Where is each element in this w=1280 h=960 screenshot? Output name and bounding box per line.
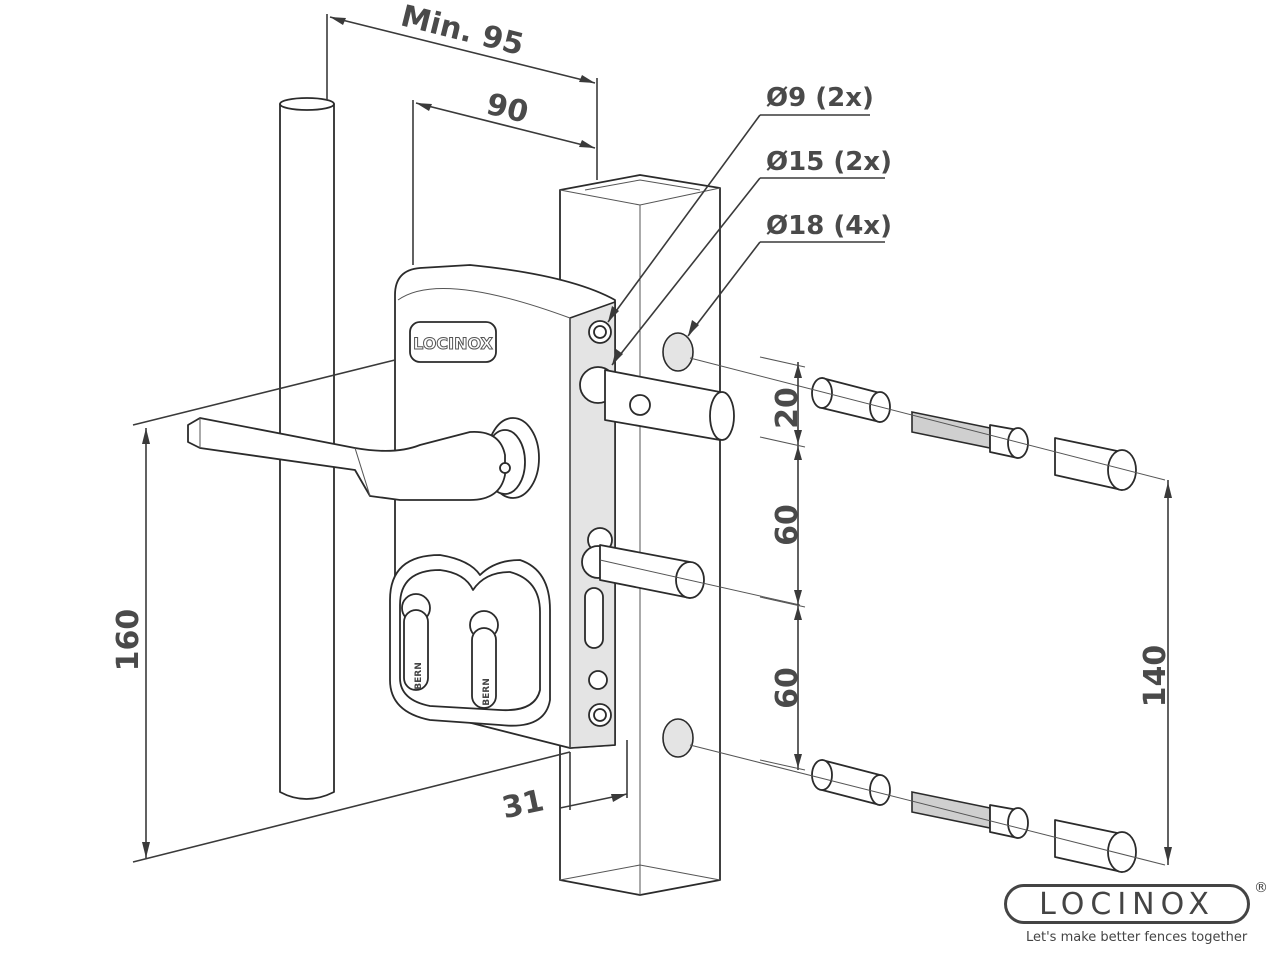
bushing-top [811, 377, 891, 423]
capnut-top [1054, 437, 1137, 491]
callout-d9: Ø9 (2x) [607, 83, 874, 323]
brand-logo: LOCINOX ® Let's make better fences toget… [1004, 880, 1268, 950]
dim-vertical-chain: 20 60 60 [759, 356, 806, 771]
callout-d18: Ø18 (4x) [687, 211, 892, 337]
dim-31-text: 31 [499, 783, 547, 826]
brand-logo-box: LOCINOX [1004, 884, 1250, 924]
dim-140-text: 140 [1138, 645, 1173, 708]
brand-logo-text: LOCINOX [1039, 886, 1215, 922]
dim-31: 31 [499, 740, 628, 826]
lock-brand-plate [409, 321, 497, 363]
bushing-bottom [811, 759, 891, 806]
dim-min95-text: Min. 95 [397, 0, 527, 63]
callout-d15: Ø15 (2x) [611, 147, 892, 366]
dim-90-text: 90 [483, 87, 532, 131]
cylinder-label-right: BERN [482, 678, 492, 705]
callout-d15-text: Ø15 (2x) [766, 147, 892, 177]
dim-20-text: 20 [770, 387, 805, 429]
callout-d18-text: Ø18 (4x) [766, 211, 892, 241]
brand-registered-mark: ® [1254, 880, 1268, 896]
cylinder-housing: BERN BERN [389, 554, 551, 727]
post-holes [662, 332, 694, 758]
capnut-bottom [1054, 819, 1137, 873]
brand-tagline: Let's make better fences together [1026, 930, 1248, 945]
axis-lines [599, 357, 1166, 866]
dim-60a-text: 60 [770, 504, 805, 546]
lock-brand-text: LOCINOX [413, 334, 493, 353]
dim-160: 160 [111, 359, 571, 863]
screw-bottom [911, 791, 1029, 839]
dim-160-text: 160 [111, 609, 146, 672]
cylinder-label-left: BERN [414, 662, 424, 689]
lever-handle [187, 417, 540, 501]
callout-d9-text: Ø9 (2x) [766, 83, 874, 113]
dim-min95: Min. 95 [326, 0, 598, 180]
screw-top [911, 411, 1029, 459]
dim-60b-text: 60 [770, 667, 805, 709]
spindle [599, 369, 735, 599]
dim-140: 140 [1138, 480, 1173, 865]
